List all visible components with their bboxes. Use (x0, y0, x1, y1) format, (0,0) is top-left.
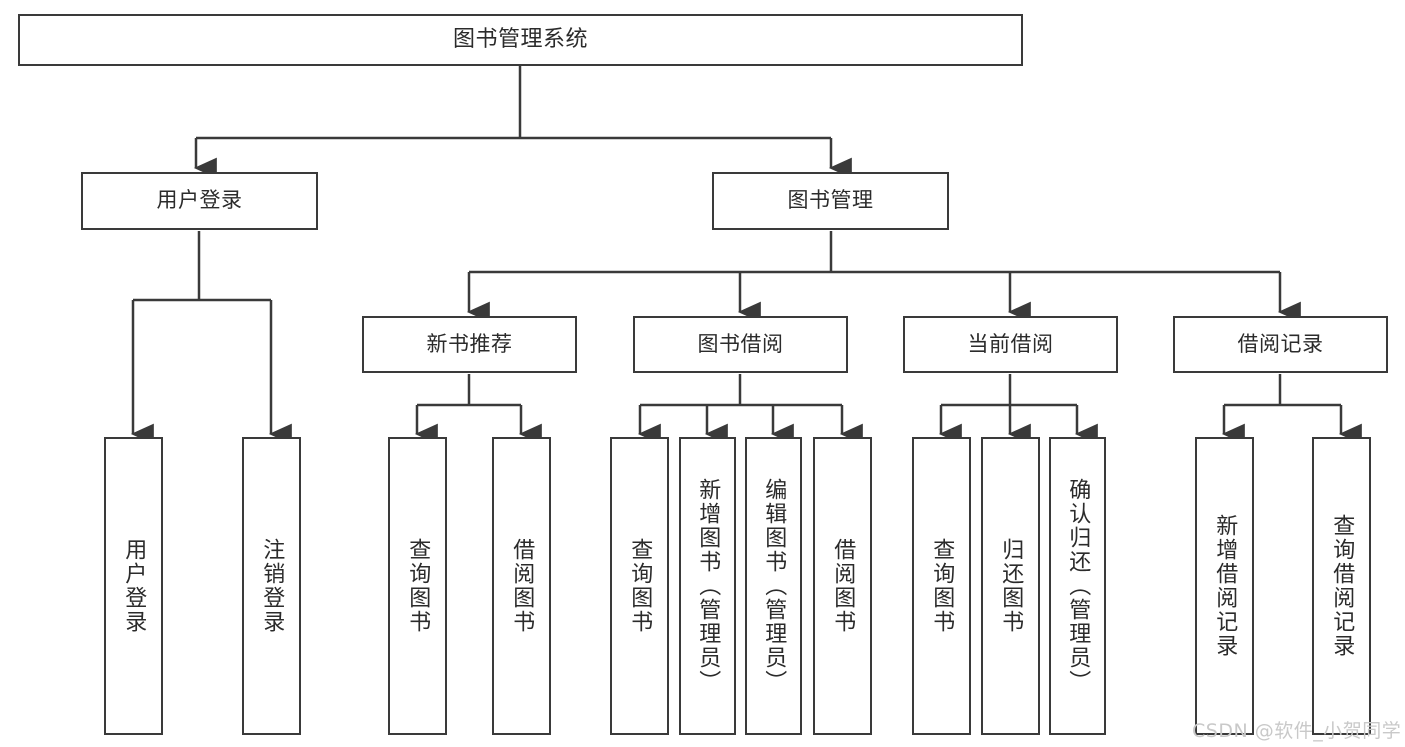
leaf-user-login-signin[interactable]: 用户登录 (104, 437, 163, 735)
leaf-borrow-borrow-book[interactable]: 借阅图书 (813, 437, 872, 735)
leaf-user-login-signout[interactable]: 注销登录 (242, 437, 301, 735)
node-label: 图书管理 (787, 188, 874, 213)
leaf-current-query-book[interactable]: 查询图书 (912, 437, 971, 735)
node-label: 确认归还（管理员） (1065, 478, 1091, 694)
node-label: 查询图书 (405, 538, 431, 634)
leaf-current-confirm-return-admin[interactable]: 确认归还（管理员） (1049, 437, 1106, 735)
node-label: 新增借阅记录 (1212, 514, 1238, 658)
leaf-record-query-borrow-record[interactable]: 查询借阅记录 (1312, 437, 1371, 735)
node-borrowing-record[interactable]: 借阅记录 (1173, 316, 1388, 373)
node-label: 新增图书（管理员） (695, 478, 721, 694)
node-label: 查询借阅记录 (1329, 514, 1355, 658)
leaf-borrow-edit-book-admin[interactable]: 编辑图书（管理员） (745, 437, 802, 735)
node-label: 借阅图书 (509, 538, 535, 634)
node-label: 图书借阅 (697, 331, 784, 356)
node-user-login[interactable]: 用户登录 (81, 172, 318, 230)
node-label: 借阅图书 (830, 538, 856, 634)
leaf-new-book-query[interactable]: 查询图书 (388, 437, 447, 735)
node-label: 新书推荐 (426, 331, 513, 356)
node-label: 查询图书 (929, 538, 955, 634)
node-label: 用户登录 (156, 188, 243, 213)
node-new-book-recommendation[interactable]: 新书推荐 (362, 316, 577, 373)
leaf-borrow-query-book[interactable]: 查询图书 (610, 437, 669, 735)
leaf-current-return-book[interactable]: 归还图书 (981, 437, 1040, 735)
node-label: 编辑图书（管理员） (761, 478, 787, 694)
csdn-watermark: CSDN @软件_小贺同学 (1192, 720, 1402, 742)
node-label: 查询图书 (627, 538, 653, 634)
leaf-borrow-add-book-admin[interactable]: 新增图书（管理员） (679, 437, 736, 735)
node-label: 图书管理系统 (452, 26, 588, 52)
node-current-borrowing[interactable]: 当前借阅 (903, 316, 1118, 373)
leaf-record-add-borrow-record[interactable]: 新增借阅记录 (1195, 437, 1254, 735)
node-root-book-management-system[interactable]: 图书管理系统 (18, 14, 1023, 66)
leaf-new-book-borrow[interactable]: 借阅图书 (492, 437, 551, 735)
node-book-borrowing[interactable]: 图书借阅 (633, 316, 848, 373)
node-label: 归还图书 (998, 538, 1024, 634)
node-label: 用户登录 (121, 538, 147, 634)
node-label: 借阅记录 (1237, 331, 1324, 356)
node-book-management[interactable]: 图书管理 (712, 172, 949, 230)
node-label: 注销登录 (259, 538, 285, 634)
node-label: 当前借阅 (967, 331, 1054, 356)
